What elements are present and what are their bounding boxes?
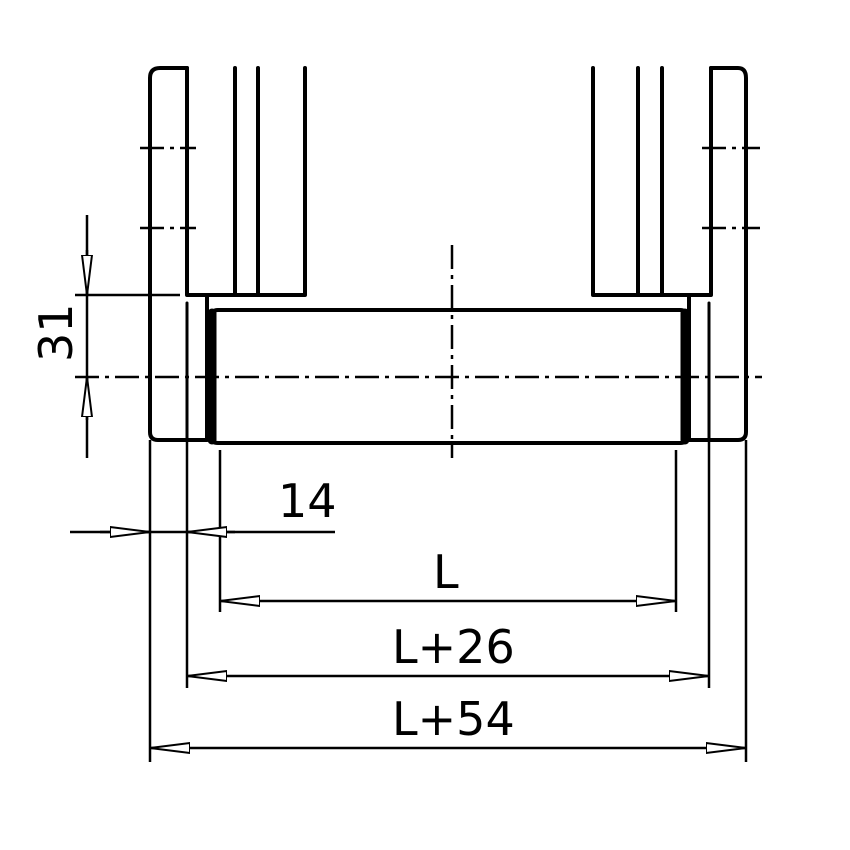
dim-L26-label: L+26: [392, 620, 515, 674]
center-lines: [75, 146, 762, 458]
right-bracket: [591, 66, 713, 297]
dim-31-label: 31: [29, 303, 83, 362]
left-bracket: [185, 66, 307, 297]
dim-L54-label: L+54: [392, 692, 515, 746]
dim-14-label: 14: [278, 474, 337, 528]
dim-L-label: L: [433, 545, 459, 599]
right-side-plate: [687, 66, 748, 442]
left-side-plate: [148, 66, 209, 442]
